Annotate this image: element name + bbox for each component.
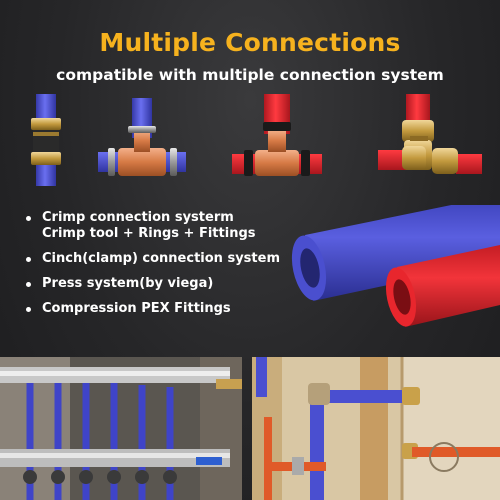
blue-pex-tube-icon: [291, 205, 500, 301]
list-item: Cinch(clamp) connection system: [22, 251, 292, 267]
wall-install-photo: [252, 357, 500, 500]
fittings-row: [31, 94, 482, 186]
list-item-subtext: Crimp tool + Rings + Fittings: [42, 226, 256, 241]
brass-push-tee-fitting-icon: [378, 94, 482, 174]
list-item: Press system(by viega): [22, 276, 292, 292]
list-item-text: Crimp connection systerm: [42, 210, 234, 225]
list-item-text: Cinch(clamp) connection system: [42, 251, 280, 266]
list-item: Crimp connection systerm Crimp tool + Ri…: [22, 210, 292, 242]
red-tee-copper-fitting-icon: [232, 94, 322, 176]
blue-tee-copper-fitting-icon: [98, 98, 186, 176]
feature-list: Crimp connection systerm Crimp tool + Ri…: [22, 210, 292, 326]
page-subtitle: compatible with multiple connection syst…: [56, 66, 444, 84]
red-pex-tube-icon: [385, 245, 500, 327]
list-item-text: Press system(by viega): [42, 276, 214, 291]
brass-coupling-fitting-icon: [31, 94, 61, 186]
page-title: Multiple Connections: [99, 28, 401, 57]
list-item: Compression PEX Fittings: [22, 301, 292, 317]
pex-tubes: [291, 205, 500, 327]
manifold-photo: [0, 357, 242, 500]
list-item-text: Compression PEX Fittings: [42, 301, 231, 316]
